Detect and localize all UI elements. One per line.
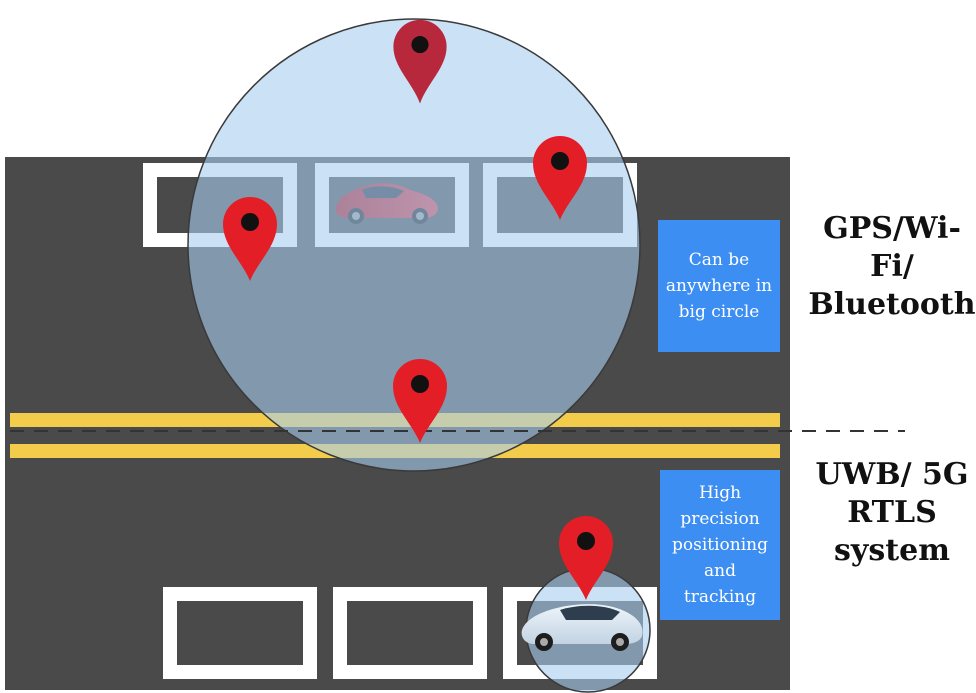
map-pin-icon xyxy=(533,136,587,220)
map-pin-icon xyxy=(393,19,447,104)
callout-high-precision: High precision positioning and tracking xyxy=(660,470,780,620)
parking-space xyxy=(333,587,487,679)
parking-space xyxy=(163,587,317,679)
big-uncertainty-circle xyxy=(187,18,641,472)
callout-high-precision-text: High precision positioning and tracking xyxy=(672,483,768,607)
map-pin-icon xyxy=(393,359,447,443)
map-pin-icon xyxy=(223,197,277,281)
map-pin-icon xyxy=(559,516,613,600)
label-gps-wifi-bluetooth: GPS/Wi-Fi/ Bluetooth xyxy=(808,211,976,322)
callout-big-circle: Can be anywhere in big circle xyxy=(658,220,780,352)
white-car-icon xyxy=(521,604,643,651)
label-uwb-5g-rtls: UWB/ 5G RTLS system xyxy=(815,457,969,568)
callout-big-circle-text: Can be anywhere in big circle xyxy=(665,250,773,322)
